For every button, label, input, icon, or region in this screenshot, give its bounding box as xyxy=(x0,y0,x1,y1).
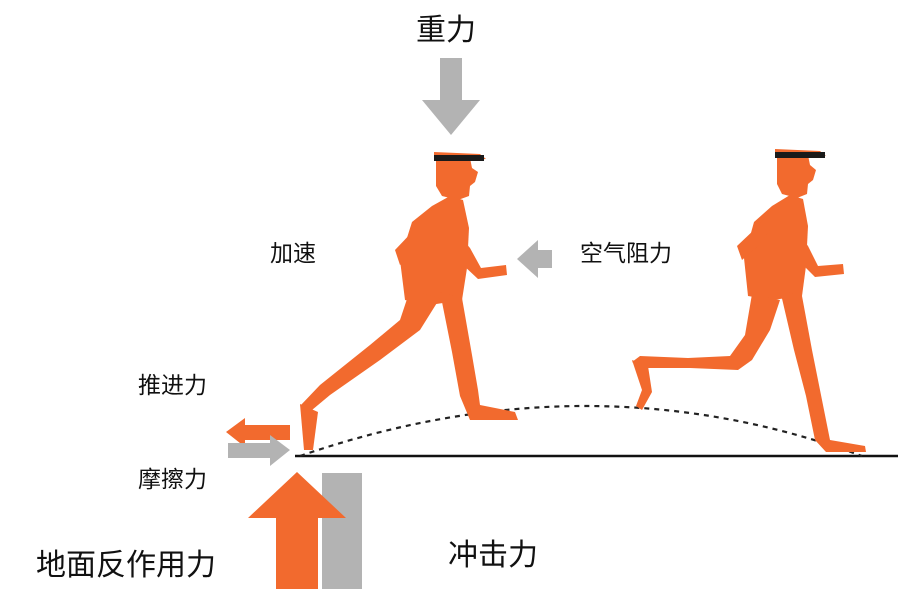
air-resistance-label: 空气阻力 xyxy=(580,241,672,267)
ground-reaction-label: 地面反作用力 xyxy=(36,548,216,583)
propulsion-label: 推进力 xyxy=(138,373,207,399)
friction-arrow xyxy=(228,435,290,466)
friction-label: 摩擦力 xyxy=(138,467,207,493)
runner-right xyxy=(632,149,866,452)
trajectory-arc xyxy=(299,404,863,458)
impact-force-bar xyxy=(322,473,362,589)
runner-left-cap-brim xyxy=(434,155,484,161)
air-resistance-arrow xyxy=(517,240,552,278)
runner-left xyxy=(300,152,518,450)
impact-label: 冲击力 xyxy=(448,538,538,573)
acceleration-label: 加速 xyxy=(270,241,316,267)
gravity-label: 重力 xyxy=(416,13,476,48)
gravity-arrow xyxy=(422,58,480,135)
runner-right-cap-brim xyxy=(775,152,825,158)
propulsion-arrow xyxy=(226,418,290,447)
ground-reaction-arrow xyxy=(248,472,346,589)
